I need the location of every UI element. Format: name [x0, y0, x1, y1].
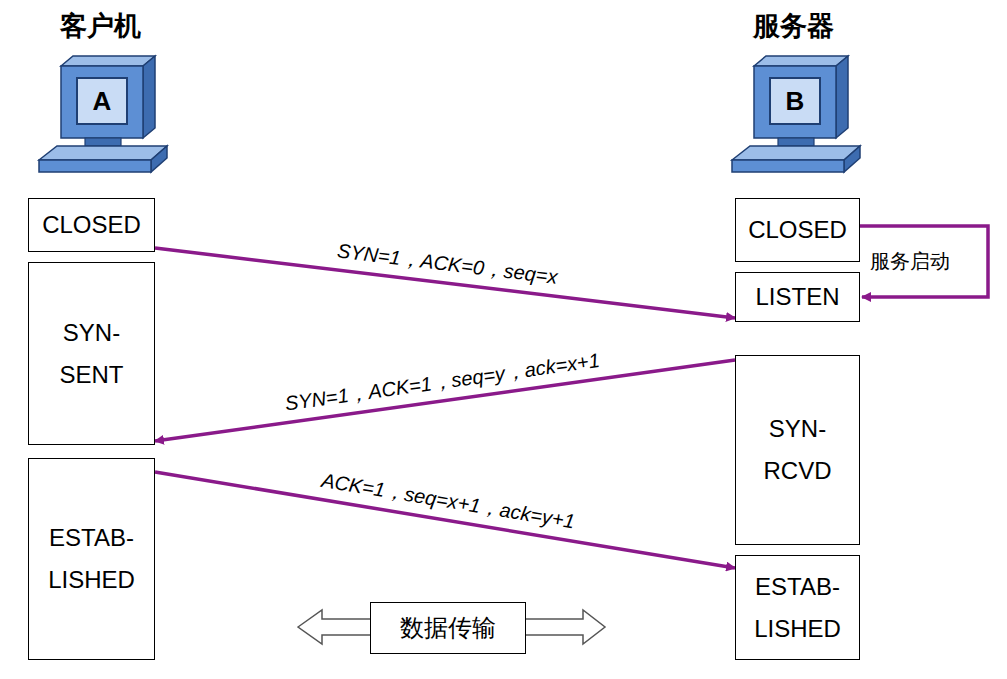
monitor-front — [61, 66, 143, 138]
edge-label: SYN=1，ACK=1，seq=y，ack=x+1 — [283, 346, 601, 417]
data-transfer-box: 数据传输 — [370, 602, 526, 654]
state-box: SYN- SENT — [28, 262, 155, 445]
state-box: ESTAB- LISHED — [735, 555, 860, 660]
monitor-screen — [770, 78, 820, 124]
state-box: CLOSED — [28, 198, 155, 252]
keyboard-side — [844, 146, 860, 172]
computer-letter: B — [786, 86, 805, 117]
state-label: SYN- RCVD — [764, 408, 832, 492]
state-box: LISTEN — [735, 272, 860, 322]
monitor-screen — [77, 78, 127, 124]
keyboard-front — [39, 160, 151, 172]
monitor-front — [754, 66, 836, 138]
state-label: SYN- SENT — [60, 312, 124, 396]
state-label: CLOSED — [42, 204, 141, 246]
edge-label: ACK=1，seq=x+1，ack=y+1 — [319, 467, 576, 535]
keyboard-front — [732, 160, 844, 172]
monitor-side — [836, 56, 848, 138]
state-label: LISTEN — [755, 276, 839, 318]
edge-label: 服务启动 — [870, 248, 950, 275]
keyboard-top — [39, 146, 167, 160]
connector-line — [860, 226, 988, 297]
monitor-stand — [85, 138, 121, 146]
monitor-top — [754, 56, 848, 66]
state-label: CLOSED — [748, 209, 847, 251]
node-heading: 服务器 — [713, 8, 873, 44]
keyboard-top — [732, 146, 860, 160]
monitor-top — [61, 56, 155, 66]
connector — [860, 226, 988, 297]
state-label: 数据传输 — [400, 607, 496, 649]
state-box: ESTAB- LISHED — [28, 458, 155, 660]
state-box: SYN- RCVD — [735, 355, 860, 545]
server-computer: 服务器 B — [713, 8, 873, 180]
monitor-stand — [778, 138, 814, 146]
state-box: CLOSED — [735, 198, 860, 262]
client-computer: 客户机 A — [20, 8, 180, 180]
state-label: ESTAB- LISHED — [754, 566, 841, 650]
keyboard-side — [151, 146, 167, 172]
monitor-side — [143, 56, 155, 138]
computer-letter: A — [93, 86, 112, 117]
node-heading: 客户机 — [20, 8, 180, 44]
state-label: ESTAB- LISHED — [48, 517, 135, 601]
